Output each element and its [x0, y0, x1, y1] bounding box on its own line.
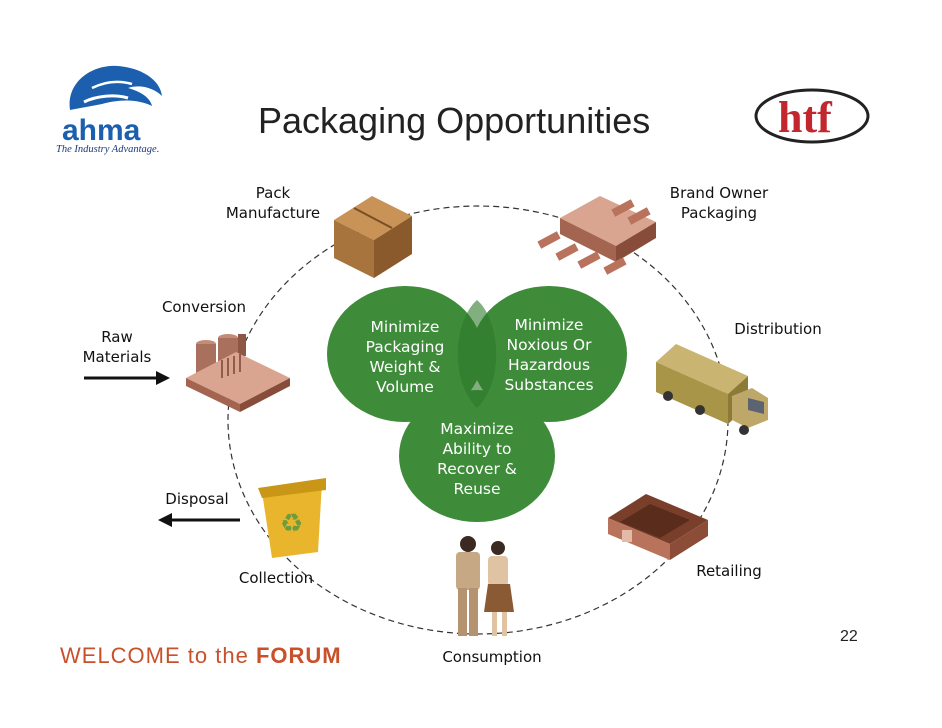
store-building-icon: [608, 494, 708, 560]
text-minimize-weight: Minimize Packaging Weight & Volume: [365, 318, 445, 396]
center-venn: [327, 286, 627, 522]
footer-prefix: WELCOME to the: [60, 643, 256, 668]
footer-welcome: WELCOME to the FORUM: [60, 643, 342, 669]
label-conversion: Conversion: [161, 298, 247, 316]
circle-maximize-recovery: [399, 390, 555, 522]
label-disposal: Disposal: [165, 490, 229, 508]
htf-logo-icon: htf: [754, 88, 870, 144]
ahma-wordmark: ahma: [62, 114, 141, 147]
label-retailing: Retailing: [696, 562, 762, 580]
page-number: 22: [840, 628, 858, 645]
arrow-right-icon: [84, 371, 170, 385]
slide-title: Packaging Opportunities: [258, 100, 651, 141]
svg-text:♻: ♻: [280, 509, 303, 539]
footer-emphasis: FORUM: [255, 643, 342, 668]
factory-loading-dock-icon: [537, 196, 656, 275]
cardboard-box-icon: [334, 196, 412, 278]
ahma-tagline: The Industry Advantage.: [56, 144, 160, 155]
label-pack-manufacture: Pack Manufacture: [225, 184, 321, 222]
circle-minimize-noxious: [471, 286, 627, 422]
arrow-left-icon: [158, 513, 240, 527]
htf-wordmark: htf: [778, 93, 833, 142]
consumers-couple-icon: [456, 536, 514, 636]
text-maximize-recovery: Maximize Ability to Recover & Reuse: [437, 420, 517, 498]
ahma-logo-icon: ahma: [62, 65, 162, 147]
text-minimize-noxious: Minimize Noxious Or Hazardous Substances: [504, 316, 594, 394]
processing-plant-icon: [186, 334, 290, 412]
label-collection: Collection: [238, 569, 314, 587]
label-distribution: Distribution: [734, 320, 822, 338]
delivery-truck-icon: [656, 344, 768, 435]
label-raw-materials: Raw Materials: [82, 328, 152, 366]
circle-minimize-weight: [327, 286, 483, 422]
label-brand-owner-packaging: Brand Owner Packaging: [669, 184, 769, 222]
label-consumption: Consumption: [442, 648, 542, 666]
recycling-bin-icon: ♻: [258, 478, 326, 558]
